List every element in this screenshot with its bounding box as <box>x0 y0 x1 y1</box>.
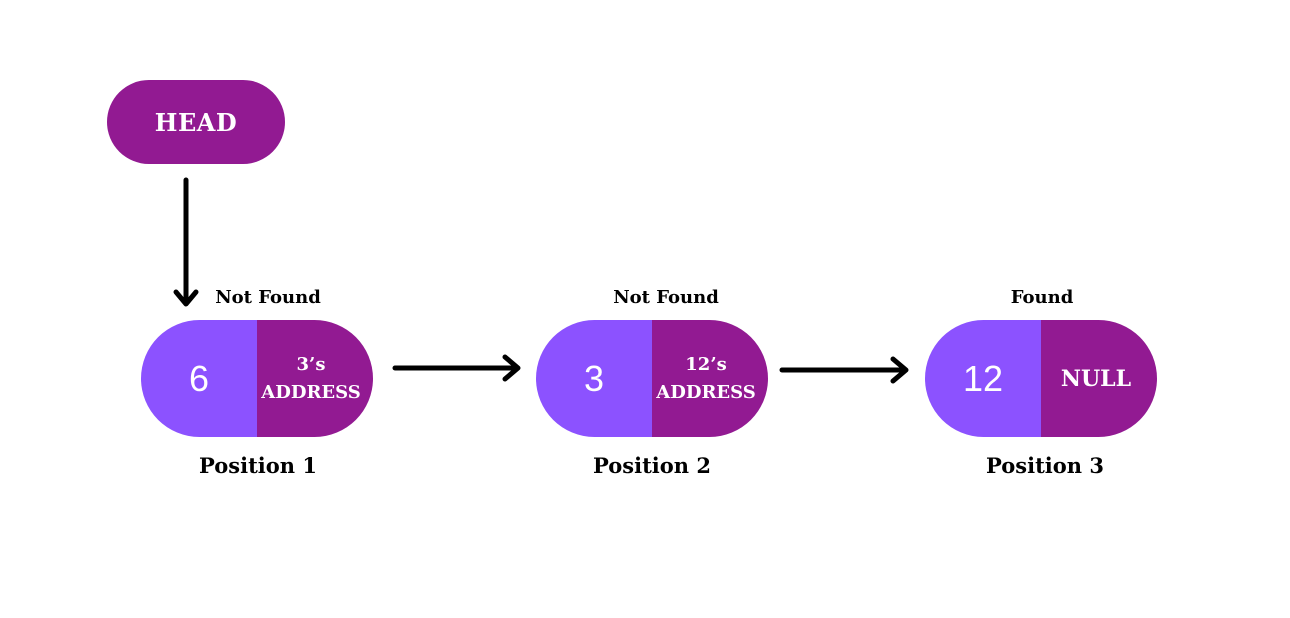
node1-value: 6 <box>188 357 210 399</box>
node1-to-node2-arrow <box>392 354 521 382</box>
head-to-node1-arrow <box>173 177 199 307</box>
node2-value: 3 <box>583 357 605 399</box>
list-node-1: 6 3’s ADDRESS <box>141 320 373 437</box>
node2-next-cell: 12’s ADDRESS <box>652 320 768 437</box>
head-label: HEAD <box>154 107 238 137</box>
node1-status-label: Not Found <box>215 287 321 308</box>
node3-position-label: Position 3 <box>986 453 1104 478</box>
list-node-3: 12 NULL <box>925 320 1157 437</box>
head-pointer: HEAD <box>107 80 285 164</box>
list-node-2: 3 12’s ADDRESS <box>536 320 768 437</box>
node2-to-node3-arrow <box>779 356 909 384</box>
node1-next-line2: ADDRESS <box>261 381 361 403</box>
node2-next-line1: 12’s <box>685 353 727 375</box>
node3-next-cell: NULL <box>1041 320 1157 437</box>
node3-status-label: Found <box>1010 287 1074 308</box>
node2-status-label: Not Found <box>613 287 719 308</box>
node3-next-line1: NULL <box>1060 365 1132 392</box>
node1-position-label: Position 1 <box>199 453 317 478</box>
node1-next-cell: 3’s ADDRESS <box>257 320 373 437</box>
node3-value: 12 <box>962 357 1004 399</box>
node2-position-label: Position 2 <box>593 453 711 478</box>
node1-next-line1: 3’s <box>296 353 326 375</box>
node1-data-cell: 6 <box>141 320 257 437</box>
node3-data-cell: 12 <box>925 320 1041 437</box>
node2-data-cell: 3 <box>536 320 652 437</box>
node2-next-line2: ADDRESS <box>656 381 756 403</box>
